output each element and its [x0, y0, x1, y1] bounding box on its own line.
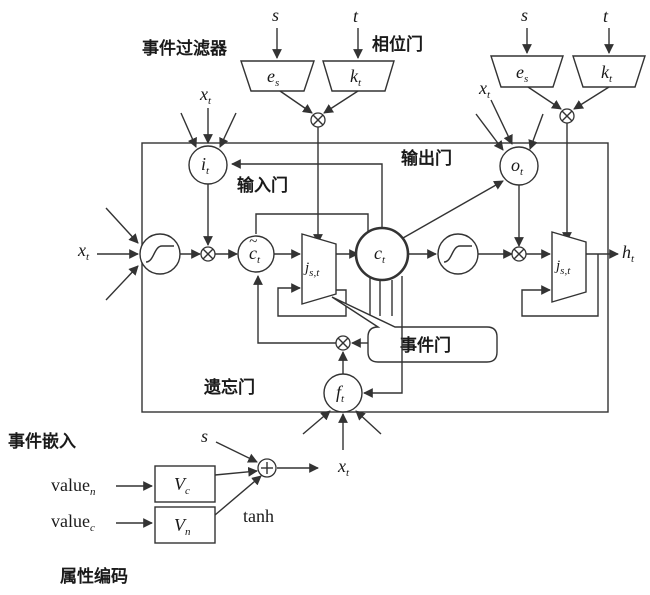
- event-filter-trapezoid-right: es: [490, 55, 564, 88]
- output-multiply: [511, 246, 527, 262]
- output-gate-label: 输出门: [401, 148, 452, 169]
- input-s-left: s: [272, 5, 279, 25]
- phase-multiply-right: [559, 108, 575, 124]
- event-switch-left: js,t: [301, 233, 337, 305]
- svg-text:js,t: js,t: [554, 258, 571, 277]
- svg-text:Vn: Vn: [174, 515, 191, 538]
- svg-text:Vc: Vc: [174, 474, 190, 497]
- cell-state-node: ct: [354, 226, 410, 282]
- input-tanh-node: [139, 233, 181, 275]
- hidden-state-output: ht: [622, 242, 635, 265]
- input-x-top-left: xt: [199, 84, 212, 107]
- input-gate-node: it: [188, 145, 228, 185]
- vn-encoder-box: Vn: [154, 506, 216, 544]
- svg-text:ct: ct: [374, 243, 386, 266]
- phase-gate-trapezoid-left: kt: [322, 60, 395, 92]
- input-gate-label: 输入门: [237, 175, 288, 196]
- input-t-left: t: [353, 6, 359, 26]
- input-t-right: t: [603, 6, 609, 26]
- forget-multiply: [335, 335, 351, 351]
- forget-gate-node: ft: [323, 373, 363, 413]
- phase-gate-label: 相位门: [372, 34, 423, 55]
- input-x-top-right: xt: [478, 78, 491, 101]
- svg-text:ot: ot: [511, 155, 524, 178]
- input-x-bottom: xt: [337, 456, 350, 479]
- svg-text:es: es: [267, 66, 279, 89]
- svg-text:事件门: 事件门: [400, 335, 451, 356]
- svg-text:js,t: js,t: [303, 260, 320, 279]
- input-s-bottom: s: [201, 426, 208, 446]
- attribute-encoding-label: 属性编码: [60, 566, 128, 587]
- phase-gate-trapezoid-right: kt: [572, 55, 646, 88]
- output-gate-node: ot: [499, 146, 539, 186]
- value-n-label: valuen: [51, 475, 96, 498]
- event-filter-label: 事件过滤器: [142, 38, 228, 59]
- svg-text:es: es: [516, 62, 528, 85]
- phase-multiply-left: [310, 112, 326, 128]
- input-x-left: xt: [77, 240, 90, 263]
- vc-encoder-box: Vc: [154, 465, 216, 503]
- svg-text:ct: ct: [249, 243, 261, 266]
- input-s-right: s: [521, 5, 528, 25]
- candidate-cell-node: ct ~: [237, 234, 275, 273]
- svg-text:it: it: [201, 154, 210, 177]
- lstm-cell-boundary: [141, 142, 609, 413]
- svg-text:~: ~: [249, 234, 257, 250]
- value-c-label: valuec: [51, 511, 95, 534]
- event-embedding-label: 事件嵌入: [8, 431, 76, 452]
- input-multiply: [200, 246, 216, 262]
- output-tanh-node: [437, 233, 479, 275]
- event-gate-callout: 事件门: [331, 296, 498, 363]
- event-switch-right: js,t: [551, 231, 587, 303]
- svg-text:ft: ft: [336, 382, 345, 405]
- svg-text:kt: kt: [350, 66, 362, 89]
- embedding-sum-node: [257, 458, 277, 478]
- tanh-label: tanh: [243, 506, 274, 526]
- event-filter-trapezoid-left: es: [240, 60, 315, 92]
- forget-gate-label: 遗忘门: [203, 377, 255, 398]
- svg-text:kt: kt: [601, 62, 613, 85]
